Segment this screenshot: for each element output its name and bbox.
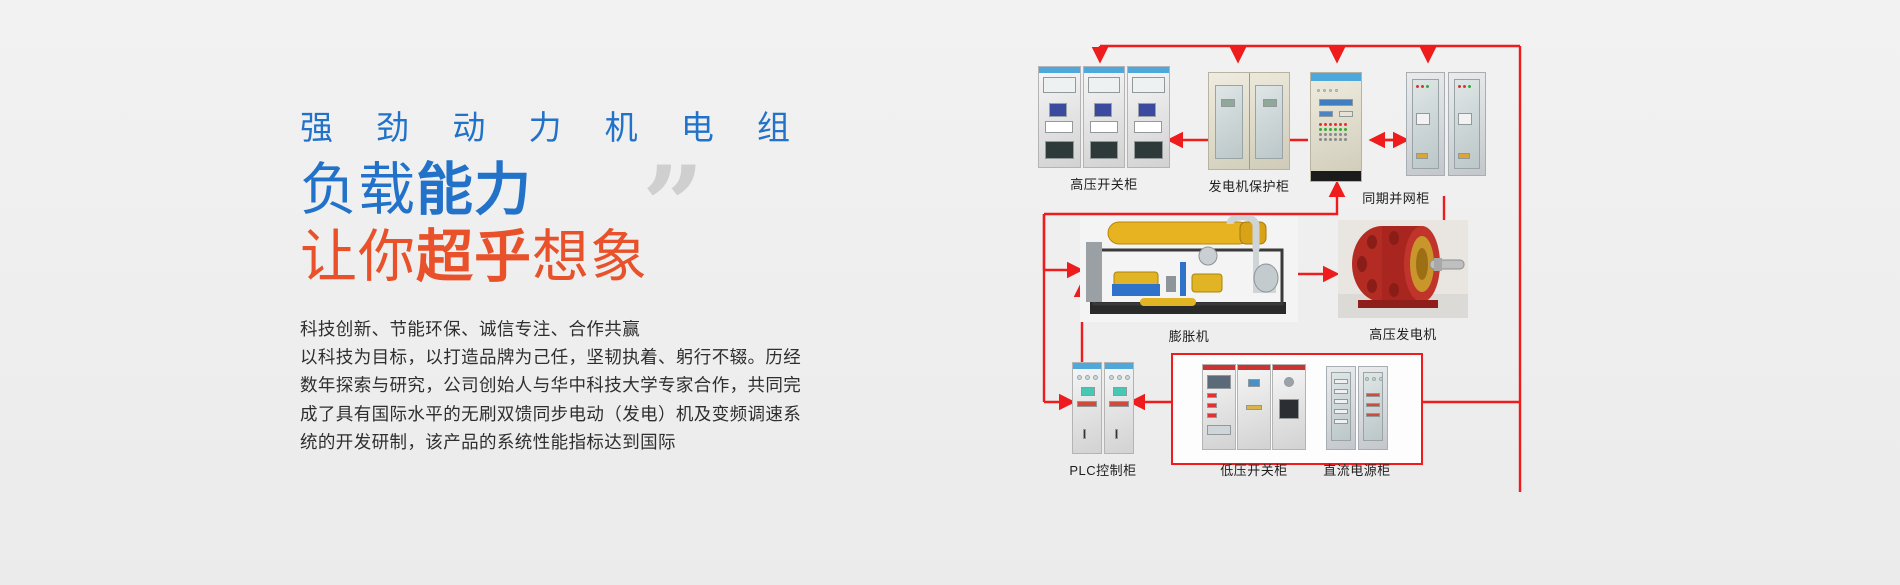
hero-body-copy: 科技创新、节能环保、诚信专注、合作共赢 以科技为目标，以打造品牌为己任，坚韧执着…: [300, 315, 920, 457]
node-label-plc-cabinet: PLC控制柜: [1069, 463, 1137, 478]
node-dc-power-cabinet[interactable]: 直流电源柜: [1323, 366, 1390, 478]
expander-illustration: [1080, 216, 1298, 322]
body-line: 数年探索与研究，公司创始人与华中科技大学专家合作，共同完: [300, 375, 802, 396]
headline-line1-light: 负载: [300, 157, 416, 222]
quote-mark-icon: ”: [642, 143, 704, 269]
node-generator-protection[interactable]: 发电机保护柜: [1208, 72, 1290, 194]
hero-text-block: 强 劲 动 力 机 电 组 负载能力 ” 让你超乎想象 科技创新、节能环保、诚信…: [300, 108, 920, 456]
node-synchronizing-grid[interactable]: 同期并网柜: [1310, 72, 1429, 206]
body-line: 科技创新、节能环保、诚信专注、合作共赢: [300, 318, 641, 339]
body-line: 成了具有国际水平的无刷双馈同步电动（发电）机及变频调速系: [300, 403, 802, 424]
system-flow-diagram: 高压开关柜 发电机保护柜: [1020, 24, 1540, 544]
node-grid-cabinet-pair[interactable]: [1406, 72, 1486, 176]
hero-headline-line2: 让你超乎想象: [300, 225, 920, 290]
hero-kicker: 强 劲 动 力 机 电 组: [300, 109, 808, 146]
headline-line1-bold: 能力: [416, 157, 532, 222]
node-label-synchronizing-grid: 同期并网柜: [1362, 191, 1430, 206]
hero-headline-line1: 负载能力 ”: [300, 152, 920, 260]
node-label-expander: 膨胀机: [1168, 329, 1210, 344]
headline-line2-bold: 超乎: [416, 225, 532, 290]
headline-line2-light-pre: 让你: [300, 225, 416, 290]
body-line: 统的开发研制，该产品的系统性能指标达到国际: [300, 432, 676, 453]
node-plc-cabinet[interactable]: PLC控制柜: [1069, 362, 1136, 478]
node-hv-switchgear[interactable]: 高压开关柜: [1038, 66, 1171, 192]
body-line: 以科技为目标，以打造品牌为己任，坚韧执着、躬行不辍。历经: [300, 347, 802, 368]
node-label-hv-switchgear: 高压开关柜: [1070, 177, 1138, 192]
node-expander[interactable]: 膨胀机: [1080, 216, 1298, 344]
hv-generator-illustration: [1338, 220, 1468, 318]
node-label-hv-generator: 高压发电机: [1369, 327, 1437, 342]
node-label-lv-switchgear: 低压开关柜: [1220, 463, 1288, 478]
headline-line2-light-post: 想象: [532, 225, 648, 290]
node-label-generator-protection: 发电机保护柜: [1208, 179, 1290, 194]
node-lv-switchgear[interactable]: 低压开关柜: [1202, 364, 1306, 478]
node-label-dc-power-cabinet: 直流电源柜: [1323, 463, 1391, 478]
node-hv-generator[interactable]: 高压发电机: [1338, 220, 1468, 342]
